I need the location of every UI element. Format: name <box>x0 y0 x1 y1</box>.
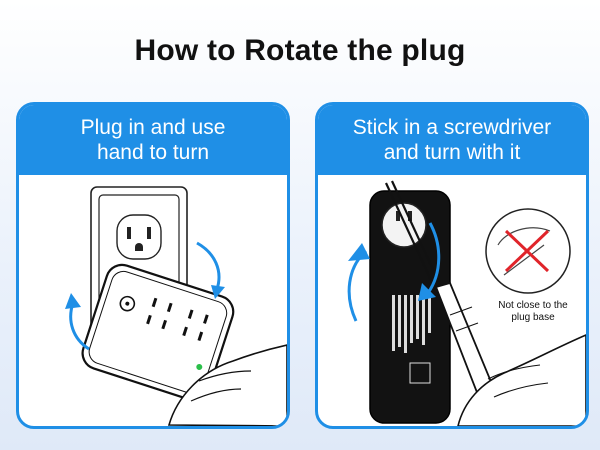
page-title: How to Rotate the plug <box>134 34 466 67</box>
product-label <box>392 295 431 384</box>
rotating-plug <box>381 202 427 248</box>
indicator-light <box>196 363 203 370</box>
rotate-arrow-icon <box>196 241 225 299</box>
rotate-arrow-icon <box>347 243 370 322</box>
hand-turn-panel: Plug in and use hand to turn <box>16 102 290 429</box>
panel-header: Stick in a screwdriver and turn with it <box>318 105 586 175</box>
panel-heading: Stick in a screwdriver and turn with it <box>352 116 552 164</box>
power-strip <box>81 263 235 402</box>
warning-caption: Not close to the plug base <box>498 300 568 323</box>
screwdriver-panel: Stick in a screwdriver and turn with it <box>315 102 589 429</box>
screwdriver-illustration <box>347 180 586 426</box>
rotate-arrow-icon <box>418 222 441 301</box>
panel-heading: Plug in and use hand to turn <box>80 116 226 164</box>
panel-header: Plug in and use hand to turn <box>19 105 287 175</box>
hand-turn-illustration <box>65 186 287 426</box>
wall-outlet <box>116 214 162 260</box>
hand <box>167 344 287 426</box>
no-sign-icon <box>485 208 571 294</box>
rotate-arrow-icon <box>65 293 90 351</box>
